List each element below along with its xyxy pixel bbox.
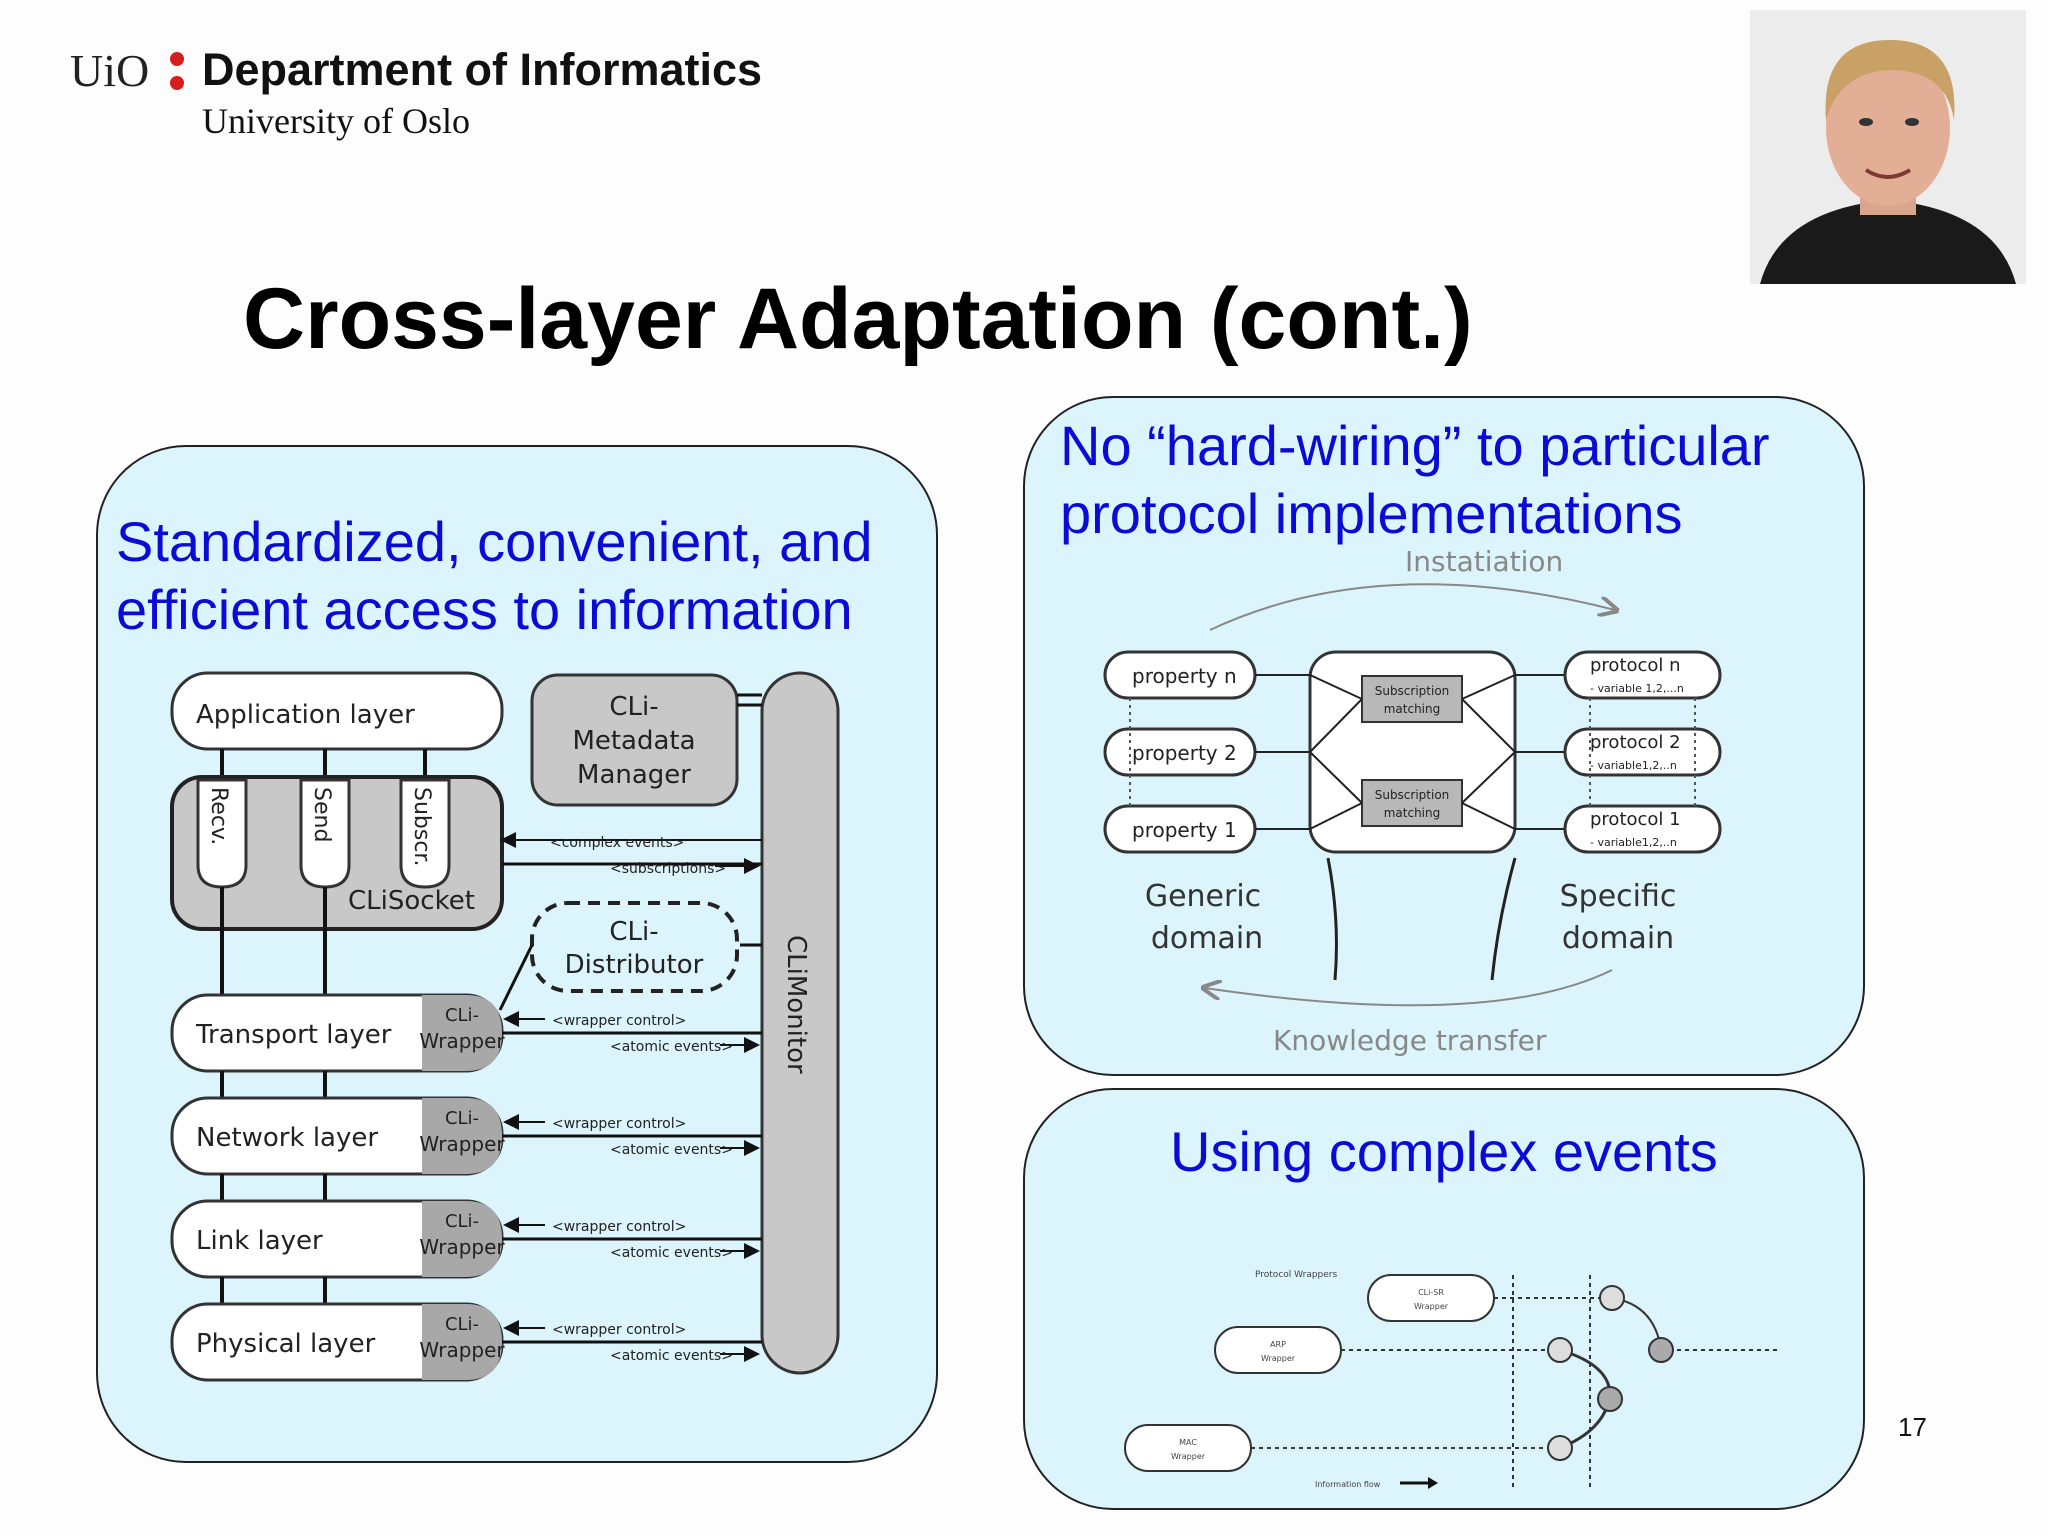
bottom-right-heading: Using complex events <box>1170 1120 1718 1183</box>
svg-text:property 1: property 1 <box>1132 818 1237 842</box>
svg-text:Wrapper: Wrapper <box>1414 1302 1449 1311</box>
svg-text:Distributor: Distributor <box>565 950 704 980</box>
svg-text:Physical layer: Physical layer <box>196 1329 376 1359</box>
generic-domain-label-1: Generic <box>1145 879 1261 914</box>
svg-text:Wrapper: Wrapper <box>419 1029 505 1053</box>
svg-text:Wrapper: Wrapper <box>1261 1354 1296 1363</box>
svg-text:Subscription: Subscription <box>1375 684 1450 698</box>
knowledge-transfer-label: Knowledge transfer <box>1273 1024 1547 1057</box>
distributor-box <box>530 901 739 993</box>
svg-text:<complex events>: <complex events> <box>550 835 684 851</box>
link-layer-row: Link layer CLi- Wrapper <wrapper control… <box>170 1199 762 1279</box>
port-recv-label: Recv. <box>206 787 231 845</box>
generic-domain-label-2: domain <box>1151 921 1263 956</box>
transport-layer-row: Transport layer CLi- Wrapper <wrapper co… <box>170 993 762 1073</box>
application-layer-box <box>170 671 504 751</box>
top-right-heading-2: protocol implementations <box>1060 482 1683 545</box>
presenter-photo <box>1750 10 2026 284</box>
university-name: University of Oslo <box>202 101 470 141</box>
svg-text:- variable1,2,..n: - variable1,2,..n <box>1590 836 1677 849</box>
svg-text:protocol 1: protocol 1 <box>1590 809 1681 830</box>
svg-text:<atomic events>: <atomic events> <box>610 1039 733 1055</box>
svg-text:- variable 1,2,...n: - variable 1,2,...n <box>1590 682 1684 695</box>
property-boxes: property n property 2 property 1 <box>1103 650 1257 854</box>
page-number: 17 <box>1898 1412 1927 1442</box>
uio-logo-dots <box>170 52 184 100</box>
svg-text:Network layer: Network layer <box>196 1123 378 1153</box>
svg-text:ARP: ARP <box>1270 1340 1286 1349</box>
svg-text:<wrapper control>: <wrapper control> <box>552 1219 686 1235</box>
port-send-label: Send <box>309 787 334 842</box>
uio-logo-text: UiO <box>70 45 150 96</box>
metadata-manager-box <box>530 673 739 807</box>
instantiation-label: Instatiation <box>1405 545 1563 578</box>
svg-text:Link layer: Link layer <box>196 1226 323 1256</box>
svg-text:Wrapper: Wrapper <box>419 1235 505 1259</box>
svg-text:Transport layer: Transport layer <box>195 1020 392 1050</box>
svg-text:protocol n: protocol n <box>1590 655 1681 676</box>
network-layer-row: Network layer CLi- Wrapper <wrapper cont… <box>170 1096 762 1176</box>
svg-text:<atomic events>: <atomic events> <box>610 1245 733 1261</box>
svg-text:<wrapper control>: <wrapper control> <box>552 1116 686 1132</box>
svg-text:Wrapper: Wrapper <box>419 1132 505 1156</box>
specific-domain-label-2: domain <box>1562 921 1674 956</box>
protocol-boxes: protocol n - variable 1,2,...n protocol … <box>1563 650 1722 854</box>
climonitor-box <box>760 671 840 1375</box>
svg-text:property 2: property 2 <box>1132 741 1237 765</box>
metadata-manager-label-2: Metadata <box>572 726 695 756</box>
port-subscr-label: Subscr. <box>409 787 434 866</box>
svg-text:<wrapper control>: <wrapper control> <box>552 1322 686 1338</box>
svg-text:protocol 2: protocol 2 <box>1590 732 1681 753</box>
svg-text:<atomic events>: <atomic events> <box>610 1142 733 1158</box>
cli-architecture-diagram: Application layer CLi- Metadata Manager … <box>170 671 840 1380</box>
svg-text:MAC: MAC <box>1179 1438 1197 1447</box>
climonitor-label: CLiMonitor <box>781 935 811 1074</box>
svg-text:CLi-: CLi- <box>609 917 658 947</box>
svg-text:CLi-: CLi- <box>445 1211 479 1232</box>
generic-specific-diagram: Instatiation property n property 2 prope… <box>1103 545 1722 1057</box>
svg-text:Wrapper: Wrapper <box>1171 1452 1206 1461</box>
svg-text:Protocol Wrappers: Protocol Wrappers <box>1255 1270 1338 1280</box>
clisocket-label: CLiSocket <box>348 886 475 916</box>
svg-text:CLi-: CLi- <box>445 1005 479 1026</box>
svg-text:<subscriptions>: <subscriptions> <box>610 861 726 877</box>
svg-text:<atomic events>: <atomic events> <box>610 1348 733 1364</box>
svg-text:CLi-: CLi- <box>445 1314 479 1335</box>
svg-text:Subscription: Subscription <box>1375 788 1450 802</box>
metadata-manager-label-1: CLi- <box>609 692 658 722</box>
svg-text:- variable1,2,..n: - variable1,2,..n <box>1590 759 1677 772</box>
svg-text:CLi-: CLi- <box>445 1108 479 1129</box>
protocol-layers: Transport layer CLi- Wrapper <wrapper co… <box>170 993 762 1382</box>
department-name: Department of Informatics <box>202 44 763 95</box>
svg-text:matching: matching <box>1384 806 1441 820</box>
svg-text:property n: property n <box>1132 664 1237 688</box>
left-panel-heading-1: Standardized, convenient, and <box>116 510 873 573</box>
svg-text:<wrapper control>: <wrapper control> <box>552 1013 686 1029</box>
svg-text:matching: matching <box>1384 702 1441 716</box>
metadata-manager-label-3: Manager <box>577 760 691 790</box>
left-panel-heading-2: efficient access to information <box>116 578 853 641</box>
complex-events-diagram: Protocol Wrappers CLi-SR Wrapper ARP Wra… <box>1124 1270 1780 1490</box>
slide-title: Cross-layer Adaptation (cont.) <box>243 271 1473 367</box>
specific-domain-label-1: Specific <box>1560 879 1677 914</box>
application-layer-label: Application layer <box>196 700 415 730</box>
physical-layer-row: Physical layer CLi- Wrapper <wrapper con… <box>170 1302 762 1382</box>
svg-text:Information flow: Information flow <box>1315 1480 1381 1489</box>
svg-text:Wrapper: Wrapper <box>419 1338 505 1362</box>
top-right-heading-1: No “hard-wiring” to particular <box>1060 414 1770 477</box>
svg-text:CLi-SR: CLi-SR <box>1418 1288 1444 1297</box>
